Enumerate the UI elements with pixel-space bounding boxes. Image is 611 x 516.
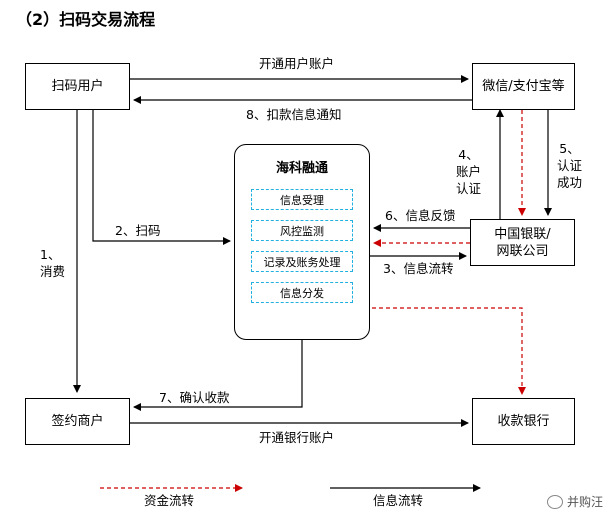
label-scan: 2、扫码 xyxy=(115,223,161,238)
hub-title: 海科融通 xyxy=(275,161,328,176)
label-confirm-receipt: 7、确认收款 xyxy=(159,390,230,405)
edge-confirm-receipt xyxy=(133,340,303,411)
legend-info-flow: 信息流转 xyxy=(373,493,424,508)
hub-module-info-dispatch: 信息分发 xyxy=(251,282,353,303)
node-receiving-bank: 收款银行 xyxy=(472,398,575,445)
edge-scan xyxy=(92,110,231,245)
watermark: 并购汪 xyxy=(546,493,603,510)
edge-fund-hub-to-bank xyxy=(372,307,526,395)
wechat-icon xyxy=(546,494,563,509)
label-deduction-notice: 8、扣款信息通知 xyxy=(246,107,342,122)
label-account-auth: 4、 账户 认证 xyxy=(456,147,482,196)
hub-module-info-intake: 信息受理 xyxy=(251,189,353,210)
label-open-bank-account: 开通银行账户 xyxy=(259,430,335,445)
node-wechat-alipay: 微信/支付宝等 xyxy=(472,63,575,110)
hub-module-accounting: 记录及账务处理 xyxy=(251,251,353,272)
label-consume: 1、 消费 xyxy=(40,247,66,279)
node-scan-user: 扫码用户 xyxy=(25,63,130,110)
label-info-feedback: 6、信息反馈 xyxy=(385,208,456,223)
label-info-flow: 3、信息流转 xyxy=(383,261,454,276)
node-hub: 海科融通 信息受理 风控监测 记录及账务处理 信息分发 xyxy=(234,144,370,340)
hub-module-risk-monitor: 风控监测 xyxy=(251,220,353,241)
node-merchant: 签约商户 xyxy=(25,398,130,445)
node-unionpay: 中国银联/ 网联公司 xyxy=(470,219,575,266)
label-auth-success: 5、 认证 成功 xyxy=(557,141,583,190)
page-title: （2）扫码交易流程 xyxy=(16,10,156,29)
legend-fund-flow: 资金流转 xyxy=(144,493,195,508)
label-open-user-account: 开通用户账户 xyxy=(259,56,335,71)
